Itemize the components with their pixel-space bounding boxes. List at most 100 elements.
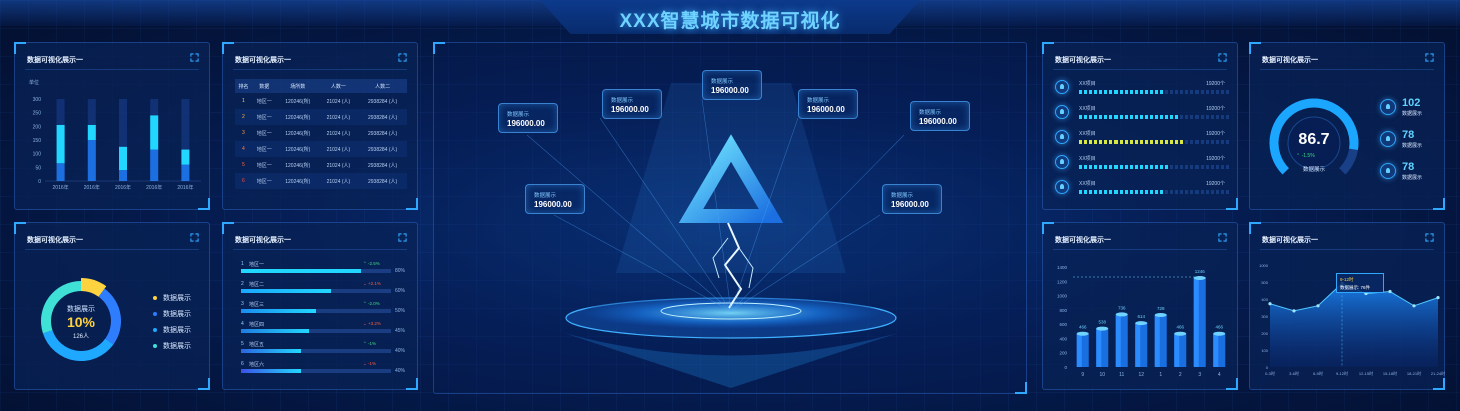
segment bbox=[1124, 140, 1128, 144]
segment bbox=[1220, 190, 1224, 194]
table-cell: 地区一 bbox=[251, 109, 277, 125]
segment bbox=[1190, 165, 1194, 169]
expand-icon[interactable] bbox=[1425, 233, 1434, 242]
expand-icon[interactable] bbox=[190, 233, 199, 242]
area-fill bbox=[1270, 283, 1438, 367]
table-cell: 120246(所) bbox=[285, 162, 311, 169]
segment bbox=[1099, 165, 1103, 169]
segment bbox=[1185, 165, 1189, 169]
y-tick-label: 200 bbox=[1261, 331, 1268, 336]
segment bbox=[1119, 140, 1123, 144]
gauge-fill bbox=[1269, 98, 1359, 175]
stat-label: 数据展示 bbox=[1402, 111, 1423, 117]
x-tick-label: 4 bbox=[1218, 372, 1221, 378]
row-label: 地区一 bbox=[249, 262, 265, 268]
table-cell: 120246(所) bbox=[285, 98, 311, 105]
trend-down-icon: ⌄ bbox=[363, 361, 369, 366]
segment bbox=[1215, 140, 1219, 144]
segment bbox=[1200, 190, 1204, 194]
expand-icon[interactable] bbox=[398, 233, 407, 242]
bar-series-2 bbox=[87, 124, 96, 140]
segment bbox=[1084, 140, 1088, 144]
bar3d-chart-svg: 0200400600800100012001400466953810736116… bbox=[1057, 265, 1226, 378]
segment bbox=[1104, 140, 1108, 144]
segment bbox=[1139, 90, 1143, 94]
bar-series-1 bbox=[87, 140, 96, 181]
segment bbox=[1094, 190, 1098, 194]
row-number: 2 bbox=[241, 281, 244, 287]
x-tick-label: 2016年 bbox=[53, 184, 69, 191]
panel-title: 数据可视化展示一 bbox=[1055, 237, 1111, 244]
table-cell: 地区一 bbox=[256, 98, 272, 105]
segment bbox=[1104, 115, 1108, 119]
y-tick-label: 1000 bbox=[1259, 263, 1269, 268]
table-cell: 21024 (人) bbox=[326, 98, 351, 105]
segment bbox=[1160, 90, 1164, 94]
segment bbox=[1119, 90, 1123, 94]
panel-title: 数据可视化展示一 bbox=[1262, 57, 1318, 64]
title-divider bbox=[233, 249, 407, 250]
tooltip-title: 9-12时 bbox=[1340, 277, 1354, 282]
bar-value-label: 614 bbox=[1137, 314, 1145, 319]
x-tick-label: 2 bbox=[1179, 372, 1182, 378]
segment bbox=[1190, 90, 1194, 94]
expand-icon[interactable] bbox=[398, 53, 407, 62]
expand-icon[interactable] bbox=[1425, 53, 1434, 62]
x-tick-label: 9-12时 bbox=[1336, 370, 1348, 376]
y-tick-label: 600 bbox=[1059, 322, 1067, 327]
row-number: 3 bbox=[241, 301, 244, 307]
legend-label: 数据展示 bbox=[163, 311, 191, 318]
expand-icon[interactable] bbox=[190, 53, 199, 62]
legend-label: 数据展示 bbox=[163, 343, 191, 350]
item-name: XX项目 bbox=[1079, 106, 1096, 112]
x-tick-label: 2016年 bbox=[84, 184, 100, 191]
segment bbox=[1099, 90, 1103, 94]
row-change-value: -1% bbox=[368, 361, 377, 366]
segment bbox=[1205, 190, 1209, 194]
table-header-cell: 人数一 bbox=[318, 79, 359, 93]
segment bbox=[1175, 190, 1179, 194]
table-cell: 21024 (人) bbox=[326, 130, 351, 137]
table-header-cell: 场所数 bbox=[276, 79, 319, 93]
y-tick-label: 200 bbox=[1059, 351, 1067, 356]
expand-icon[interactable] bbox=[1218, 53, 1227, 62]
expand-icon[interactable] bbox=[1218, 233, 1227, 242]
y-tick-label: 300 bbox=[33, 97, 42, 103]
segment-bar bbox=[1079, 115, 1229, 119]
stat-label: 数据展示 bbox=[1402, 175, 1423, 181]
row-change-value: +3.2% bbox=[368, 321, 381, 326]
segment bbox=[1200, 90, 1204, 94]
item-value: 19200个 bbox=[1206, 156, 1225, 162]
segment bbox=[1149, 140, 1153, 144]
bar3d-cap bbox=[1193, 276, 1206, 280]
segment bbox=[1099, 115, 1103, 119]
bulb-icon bbox=[1380, 163, 1396, 179]
segment bbox=[1094, 165, 1098, 169]
